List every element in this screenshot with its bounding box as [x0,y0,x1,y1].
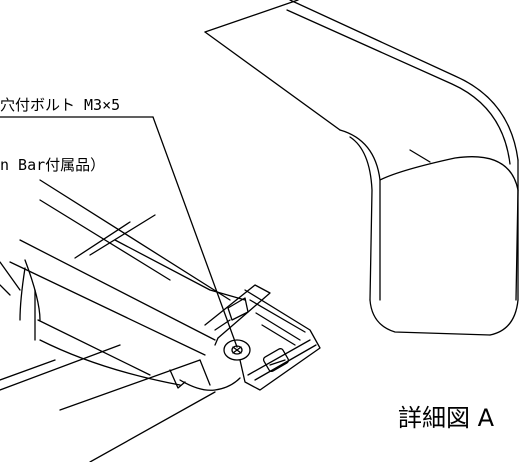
bolt-callout: 穴付ボルト M3×5 n Bar付属品） [0,55,260,195]
lower-tray [0,179,246,391]
upper-housing [204,0,519,336]
base-plane [0,344,216,462]
callout-line-2: n Bar付属品） [0,156,106,174]
callout-line-1: 穴付ボルト M3×5 [0,96,121,114]
callout-leader-line [0,116,238,348]
detail-view-label: 詳細図 A [398,404,495,432]
bolt-bracket [204,284,321,391]
